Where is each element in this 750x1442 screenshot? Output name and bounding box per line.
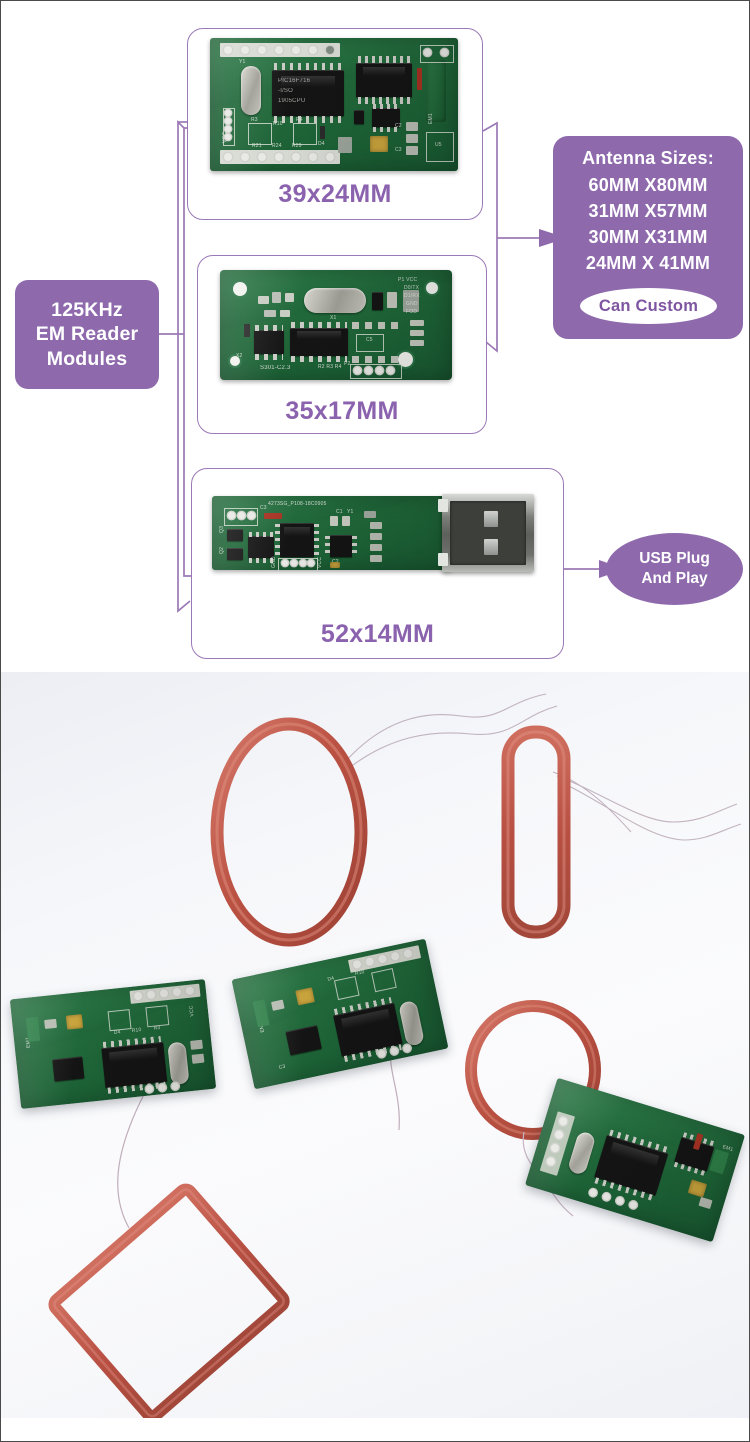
reader-board-left: D4 R10 R3 VCC EM1 <box>9 979 217 1109</box>
pcb-board-usb-dongle: C3 Q3 Q2 4273SG_P108-18C0905 C1 <box>212 496 452 570</box>
photo-coil-layer <box>48 693 742 1423</box>
main-label-line-2: EM Reader <box>35 323 139 346</box>
module-card-39x24: VCC Y1 PIC16F716 -I/SO 1905CPU <box>187 28 483 220</box>
usb-badge-line-2: And Play <box>641 570 708 587</box>
antenna-sizes-panel: Antenna Sizes: 60MM X80MM 31MM X57MM 30M… <box>553 136 743 339</box>
ic-74hc4060 <box>356 63 412 97</box>
ic-soic8 <box>330 535 352 557</box>
module-card-35x17: X1 <box>197 255 487 434</box>
crystal-oscillator <box>241 66 261 115</box>
antenna-size-4: 24MM X 41MM <box>585 253 711 274</box>
rounded-rectangle-coil-antenna <box>501 725 571 939</box>
product-photo: D4 R10 R3 VCC EM1 <box>1 672 749 1441</box>
crystal-oscillator <box>304 288 366 313</box>
antenna-size-2: 31MM X57MM <box>588 200 708 221</box>
module-size-label-3: 52x14MM <box>320 620 435 648</box>
main-label-box: 125KHz EM Reader Modules <box>15 280 159 389</box>
ic-pic16f716 <box>272 70 344 116</box>
module-size-label-1: 39x24MM <box>278 180 392 208</box>
can-custom-badge: Can Custom <box>580 288 717 324</box>
tantalum-capacitor <box>370 136 388 152</box>
ic-soic8 <box>254 330 284 354</box>
pcb-board-39x24: VCC Y1 PIC16F716 -I/SO 1905CPU <box>210 38 458 171</box>
module-size-label-2: 35x17MM <box>285 397 399 425</box>
pcb-board-35x17: X1 <box>220 270 452 380</box>
main-label-line-3: Modules <box>46 347 128 370</box>
antenna-size-1: 60MM X80MM <box>588 174 708 195</box>
large-diamond-coil-antenna <box>48 1183 290 1423</box>
ic-main <box>280 523 314 557</box>
ic-main <box>290 328 348 356</box>
module-card-52x14: C3 Q3 Q2 4273SG_P108-18C0905 C1 <box>191 468 564 659</box>
antenna-heading: Antenna Sizes: <box>582 148 714 168</box>
antenna-size-3: 30MM X31MM <box>588 227 708 248</box>
photo-bottom-edge <box>1 1418 749 1441</box>
main-label-line-1: 125KHz <box>51 298 123 321</box>
diagram-panel: 125KHz EM Reader Modules <box>1 1 749 672</box>
usb-plug-and-play-badge: USB Plug And Play <box>606 533 743 605</box>
ic-soic8 <box>372 108 400 127</box>
usb-badge-line-1: USB Plug <box>639 549 710 567</box>
circular-coil-antenna <box>465 1000 601 1140</box>
oval-coil-antenna <box>210 717 368 947</box>
